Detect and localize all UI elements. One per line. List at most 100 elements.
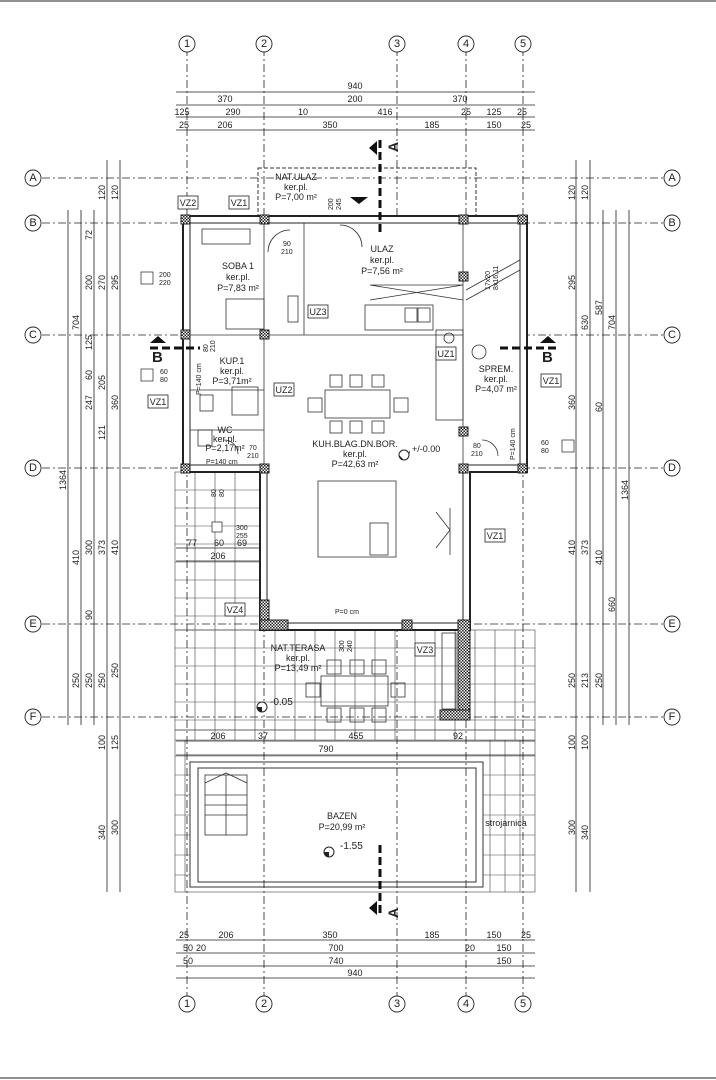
dim-label: 206 <box>218 930 233 940</box>
opening-dim: 210 <box>471 451 483 458</box>
opening-dim: 80 <box>473 443 481 450</box>
tag-vz1: VZ1 <box>543 376 560 386</box>
dim-label: 630 <box>580 315 590 330</box>
dim-label: 360 <box>567 395 577 410</box>
dim-label: 213 <box>580 673 590 688</box>
room-labels: NAT.ULAZ ker.pl. P=7,00 m² SOBA 1 ker.pl… <box>205 172 526 832</box>
tag-uz3: UZ3 <box>309 307 326 317</box>
sill-height: P=140 cm <box>196 363 203 395</box>
axis-label: D <box>668 462 676 474</box>
right-dimensions: 120 120 295 587 630 704 360 60 1364 410 … <box>567 185 630 840</box>
opening-dim: 90 <box>283 241 291 248</box>
dim-label: 92 <box>453 731 463 741</box>
tag-vz2: VZ2 <box>180 198 197 208</box>
opening-dim: 8x16,11 <box>493 266 500 290</box>
dim-label: 25 <box>521 930 531 940</box>
room-floor: ker.pl. <box>284 182 308 192</box>
dim-label: 740 <box>328 956 343 966</box>
dim-label: 20 <box>465 943 475 953</box>
dim-label: 125 <box>84 335 94 350</box>
axis-label: B <box>29 217 36 229</box>
dim-label: 206 <box>210 731 225 741</box>
opening-labels: 90 210 200 245 200 220 60 80 80 210 70 2… <box>140 198 575 652</box>
tag-vz3: VZ3 <box>417 645 434 655</box>
dim-label: 1364 <box>58 470 68 490</box>
level-label: -0.05 <box>270 697 293 708</box>
axis-label: 3 <box>394 998 400 1010</box>
dim-label: 125 <box>110 735 120 750</box>
dim-label: 77 <box>187 538 197 548</box>
pool-steps <box>204 772 248 836</box>
room-name-bazen: BAZEN <box>327 811 357 821</box>
axis-label: E <box>29 618 36 630</box>
dim-label: 150 <box>496 956 511 966</box>
dim-label: 10 <box>298 107 308 117</box>
room-name-kup-1: KUP.1 <box>220 356 245 366</box>
axis-label: C <box>29 329 37 341</box>
section-a-label: A <box>385 908 401 918</box>
dim-label: 790 <box>318 744 333 754</box>
opening-dim: 17x20 <box>485 271 492 290</box>
dim-label: 25 <box>179 930 189 940</box>
section-b-label: B <box>542 349 553 366</box>
dim-label: 150 <box>486 930 501 940</box>
dim-label: 300 <box>567 820 577 835</box>
dim-label: 350 <box>322 120 337 130</box>
axis-label: A <box>29 172 37 184</box>
dim-label: 250 <box>110 663 120 678</box>
axis-label: 4 <box>463 998 469 1010</box>
dim-label: 125 <box>174 107 189 117</box>
tag-vz1: VZ1 <box>487 531 504 541</box>
top-dimensions: 940 370 200 370 125 290 10 416 25 125 25… <box>174 81 531 130</box>
room-floor: ker.pl. <box>226 272 250 282</box>
opening-dim: 60 <box>160 369 168 376</box>
room-name-sprem: SPREM. <box>479 364 514 374</box>
opening-dim: 210 <box>281 249 293 256</box>
opening-dim: 245 <box>336 198 343 210</box>
dim-label: 373 <box>580 540 590 555</box>
dim-label: 940 <box>347 968 362 978</box>
opening-dim: 70 <box>249 445 257 452</box>
room-area: P=4,07 m² <box>475 384 517 394</box>
dim-label: 20 <box>196 943 206 953</box>
section-b-label: B <box>152 349 163 366</box>
dim-label: 250 <box>567 673 577 688</box>
dim-label: 100 <box>567 735 577 750</box>
dim-label: 250 <box>84 673 94 688</box>
dim-label: 300 <box>84 540 94 555</box>
axis-label: 1 <box>184 38 190 50</box>
dim-label: 25 <box>179 120 189 130</box>
dim-label: 660 <box>607 597 617 612</box>
dim-label: 300 <box>110 820 120 835</box>
room-area: P=3,71m² <box>212 376 251 386</box>
tag-vz1: VZ1 <box>150 397 167 407</box>
dim-label: 704 <box>607 315 617 330</box>
dim-label: 290 <box>225 107 240 117</box>
dim-label: 72 <box>84 230 94 240</box>
opening-dim: 200 <box>328 198 335 210</box>
dim-label: 25 <box>517 107 527 117</box>
room-name-nat-ulaz: NAT.ULAZ <box>275 172 317 182</box>
room-name-strojarnica: strojarnica <box>485 818 527 828</box>
sill-height: P=0 cm <box>335 609 359 616</box>
dim-label: 340 <box>580 825 590 840</box>
dim-label: 700 <box>328 943 343 953</box>
axis-label: D <box>29 462 37 474</box>
dim-label: 120 <box>580 185 590 200</box>
dim-label: 295 <box>110 275 120 290</box>
opening-dim: 80 <box>160 377 168 384</box>
dim-label: 100 <box>97 735 107 750</box>
opening-dim: 240 <box>347 640 354 652</box>
dim-label: 940 <box>347 81 362 91</box>
axis-label: 1 <box>184 998 190 1010</box>
dim-label: 120 <box>110 185 120 200</box>
dim-label: 455 <box>348 731 363 741</box>
room-area: P=20,99 m² <box>319 822 366 832</box>
dim-label: 704 <box>71 315 81 330</box>
opening-dim: 300 <box>236 525 248 532</box>
dim-label: 250 <box>594 673 604 688</box>
dim-label: 90 <box>84 610 94 620</box>
opening-dim: 80 <box>211 489 218 497</box>
left-dimensions: 120 120 72 200 270 295 125 60 205 360 24… <box>58 185 120 840</box>
